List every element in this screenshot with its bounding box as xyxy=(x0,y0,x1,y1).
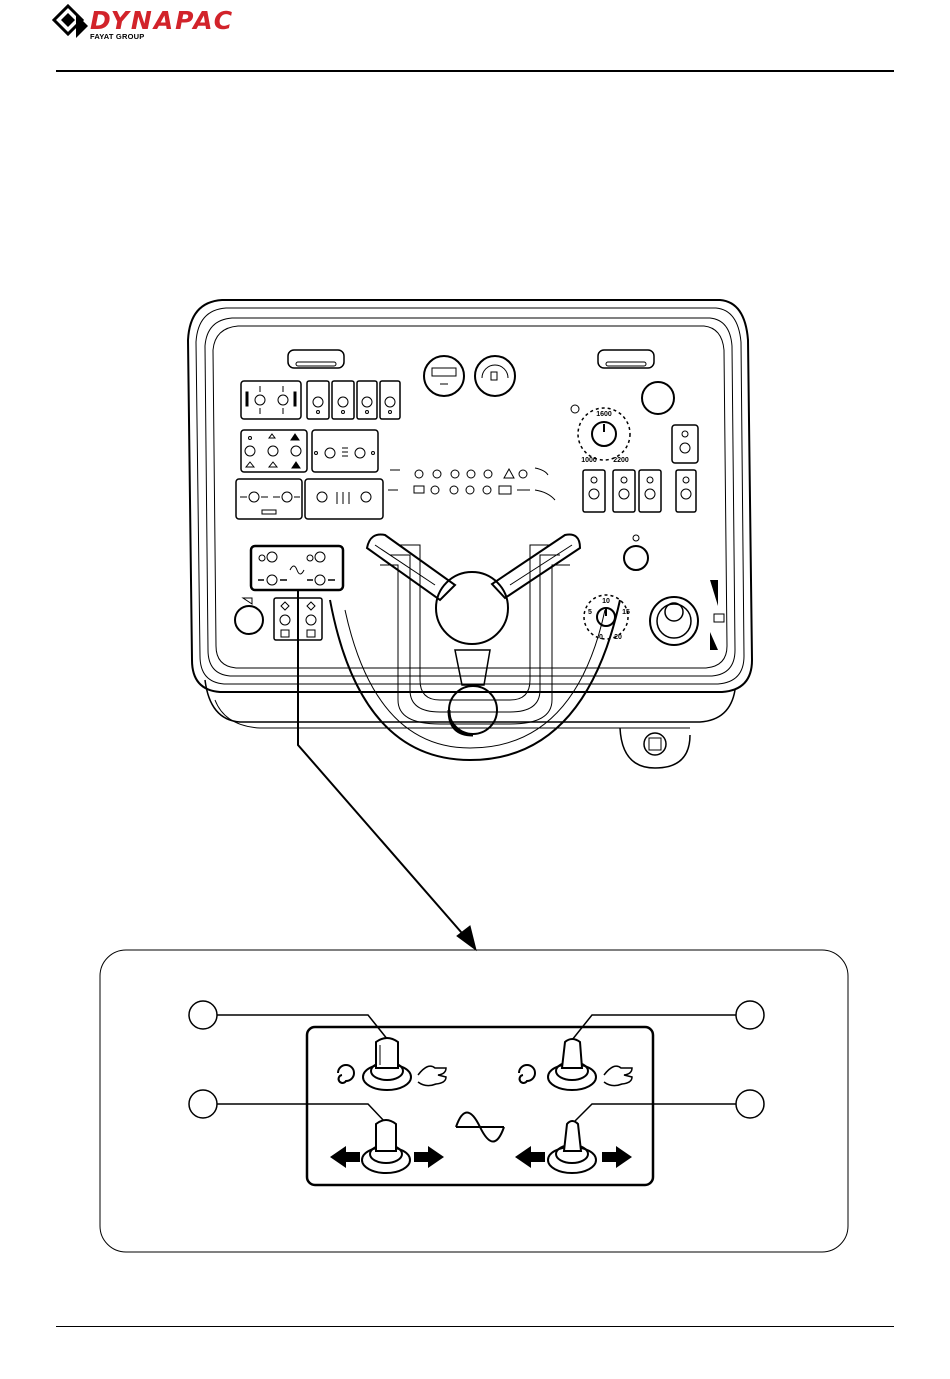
switch-group-1 xyxy=(241,381,301,419)
throttle-tick-2200: 2200 xyxy=(613,457,629,464)
footer-rule xyxy=(56,1326,894,1327)
toggle-switch-top-left xyxy=(363,1038,411,1090)
throttle-tick-1000: 1000 xyxy=(581,457,597,464)
switch-group-5 xyxy=(236,479,302,519)
side-mount xyxy=(620,728,690,768)
callout-arrow xyxy=(298,590,476,950)
sine-wave-icon xyxy=(456,1113,504,1142)
switch-group-3 xyxy=(241,430,307,472)
throttle-tick-1600: 1600 xyxy=(596,411,612,418)
warning-lights xyxy=(388,468,555,500)
callout-3 xyxy=(189,1090,385,1122)
dial-tick-15: 15 xyxy=(622,609,630,616)
grip-left xyxy=(288,350,344,368)
horn-button xyxy=(235,598,263,634)
speed-dial: 10 5 15 0 20 xyxy=(584,595,630,641)
toggle-switch-bottom-right xyxy=(548,1121,596,1173)
switch-right-2 xyxy=(583,470,696,512)
toggle-switch-bottom-left xyxy=(362,1120,410,1173)
switch-group-2 xyxy=(307,381,400,419)
emergency-button xyxy=(624,535,648,570)
callout-1 xyxy=(189,1001,388,1040)
round-button-top-right xyxy=(642,382,674,414)
switch-group-4 xyxy=(312,430,378,472)
dial-tick-10: 10 xyxy=(602,598,610,605)
gauge-fuel xyxy=(475,356,515,396)
dial-tick-0: 0 xyxy=(599,634,603,641)
callout-4 xyxy=(574,1090,764,1122)
drive-lever xyxy=(650,580,724,650)
dial-tick-20: 20 xyxy=(614,634,622,641)
toggle-switch-top-right xyxy=(548,1039,596,1090)
grip-right xyxy=(598,350,654,368)
gauge-hours xyxy=(424,356,464,396)
steering-assembly xyxy=(330,535,620,760)
dial-tick-5: 5 xyxy=(588,609,592,616)
throttle-dial: 1600 1000 2200 xyxy=(571,405,630,464)
vibration-switch-group-small xyxy=(251,546,343,590)
switch-right-1 xyxy=(672,425,698,463)
callout-2 xyxy=(572,1001,764,1040)
switch-group-6 xyxy=(305,479,383,519)
